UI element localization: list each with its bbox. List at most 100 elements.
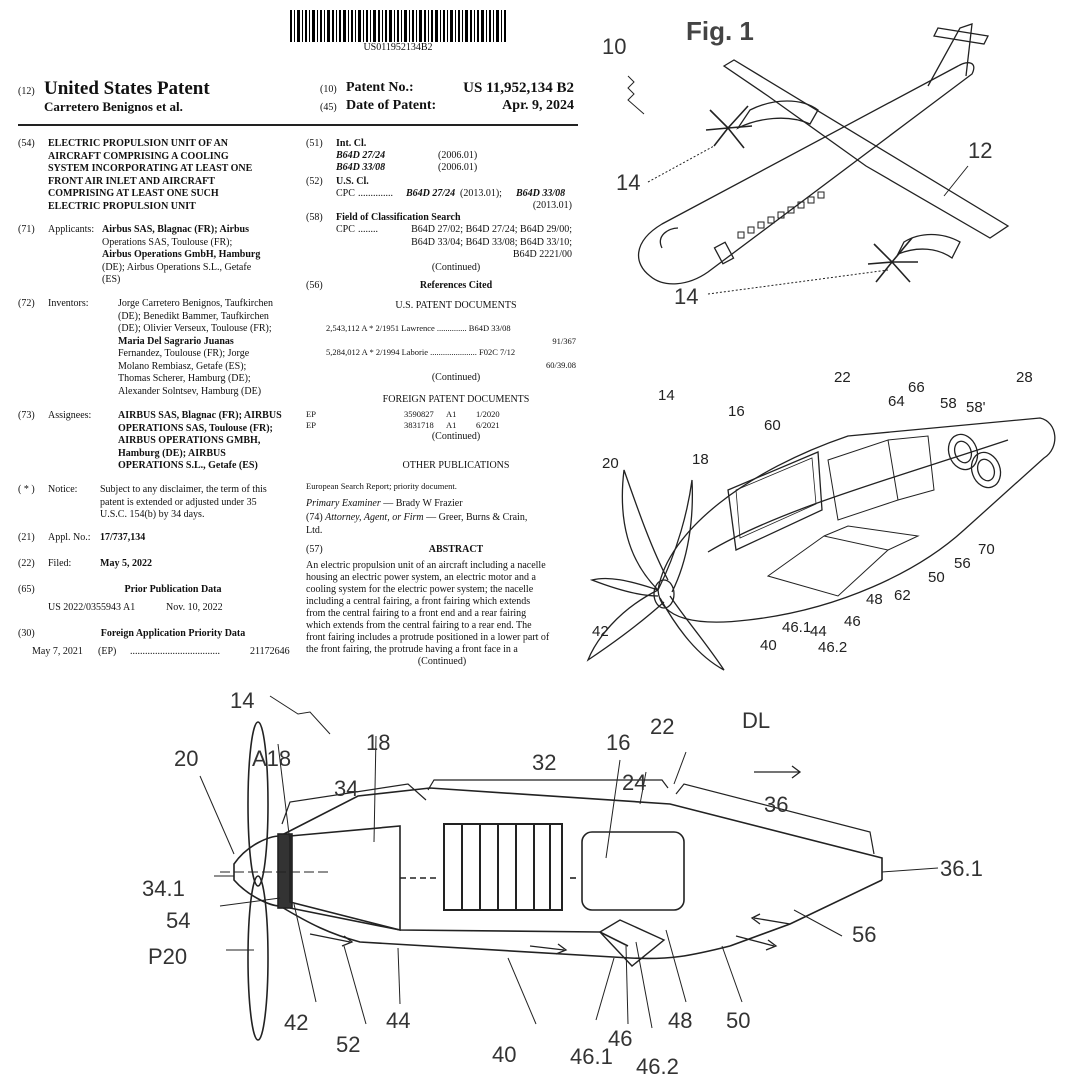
ref-14-lower: 14 — [674, 284, 698, 309]
fuselage — [637, 62, 975, 285]
propeller-blade-upper — [247, 721, 269, 887]
ref-40: 40 — [492, 1042, 516, 1067]
battery-block — [727, 451, 823, 551]
ref-48: 48 — [668, 1008, 692, 1033]
other-publications: OTHER PUBLICATIONS European Search Repor… — [306, 460, 510, 491]
outlet-46 — [598, 919, 666, 967]
field-52: (52) U.S. Cl. CPC .............. B64D 27… — [306, 176, 572, 211]
barcode — [290, 10, 506, 42]
appl-no: 17/737,134 — [100, 532, 146, 543]
notice-text: Subject to any disclaimer, the term of t… — [100, 484, 267, 520]
field-65: (65) Prior Publication Data US 2022/0355… — [18, 584, 223, 613]
propeller — [586, 469, 725, 671]
ref-24: 24 — [622, 770, 646, 795]
ref-66: 66 — [908, 379, 925, 396]
nacelle-upper — [279, 787, 883, 880]
abstract: (57) ABSTRACT An electric propulsion uni… — [306, 544, 578, 668]
patent-no: US 11,952,134 B2 — [463, 80, 574, 96]
horizontal-stabilizer — [933, 27, 989, 45]
ref-a18: A18 — [252, 746, 291, 771]
ref-12: 12 — [968, 138, 992, 163]
field-30: (30) Foreign Application Priority Data M… — [18, 628, 290, 657]
us-doc-row: 5,284,012 A * 2/1994 Laborie ...........… — [326, 347, 576, 370]
ref-28: 28 — [1016, 369, 1033, 386]
field-22: (22) Filed: May 5, 2022 — [18, 558, 152, 569]
us-doc-row: 2,543,112 A * 2/1951 Lawrence ..........… — [326, 323, 576, 346]
ref-56: 56 — [954, 555, 971, 572]
ref-70: 70 — [978, 541, 995, 558]
ref-34: 34 — [334, 776, 358, 801]
ref-14: 14 — [230, 688, 254, 713]
ref-44: 44 — [810, 623, 827, 640]
nacelle-lower — [279, 905, 731, 960]
figure-1-aircraft: Fig. 1 — [588, 6, 1074, 309]
invention-title: ELECTRIC PROPULSION UNIT OF AN AIRCRAFT … — [48, 138, 253, 212]
field-51: (51) Int. Cl. B64D 27/24 (2006.01) B64D … — [306, 138, 478, 173]
ref-46-2: 46.2 — [636, 1054, 679, 1079]
inventors: Jorge Carretero Benignos, Taufkirchen (D… — [118, 298, 273, 397]
ref-48: 48 — [866, 591, 883, 608]
ref-36-1: 36.1 — [940, 856, 983, 881]
field-73: (73) Assignees: AIRBUS SAS, Blagnac (FR)… — [18, 410, 293, 484]
ref-34-1: 34.1 — [142, 876, 185, 901]
figure-3-nacelle-section: 14 18 16 22 DL 20 A18 34 32 24 36 36.1 3… — [130, 684, 983, 1079]
ref-22: 22 — [650, 714, 674, 739]
date-label: Date of Patent: — [346, 98, 437, 113]
field-72: (72) Inventors: Jorge Carretero Benignos… — [18, 298, 293, 402]
abstract-text: An electric propulsion unit of an aircra… — [306, 560, 550, 667]
ref-20: 20 — [602, 455, 619, 472]
applicants: Airbus SAS, Blagnac (FR); Airbus Operati… — [102, 224, 261, 285]
ref-36: 36 — [764, 792, 788, 817]
ref-46-1: 46.1 — [570, 1044, 613, 1069]
door — [713, 241, 735, 265]
ref-p20: P20 — [148, 944, 187, 969]
right-column: (51) Int. Cl. B64D 27/24 (2006.01) B64D … — [306, 138, 578, 668]
ref-54: 54 — [166, 908, 190, 933]
ref-18: 18 — [366, 730, 390, 755]
ref-46: 46 — [608, 1026, 632, 1051]
barcode-bars — [290, 10, 506, 42]
field-71: (71) Applicants: Airbus SAS, Blagnac (FR… — [18, 224, 293, 298]
figure-1-title: Fig. 1 — [686, 16, 754, 46]
header-rule — [18, 124, 578, 126]
tail-fin — [927, 23, 973, 87]
ref-58: 58 — [940, 395, 957, 412]
field-58: (58) Field of Classification Search CPC … — [306, 212, 572, 273]
duct-58 — [947, 433, 979, 471]
ref-18: 18 — [692, 451, 709, 468]
ref-52: 52 — [336, 1032, 360, 1057]
examiner: Primary Examiner — Brady W Frazier — [306, 498, 463, 509]
ref-46: 46 — [844, 613, 861, 630]
engine-nacelle-upper — [705, 100, 819, 149]
code-45: (45) — [320, 102, 337, 113]
ref-42: 42 — [592, 623, 609, 640]
bracket-32 — [427, 779, 669, 791]
patent-date: Apr. 9, 2024 — [502, 98, 574, 113]
inventors-short: Carretero Benignos et al. — [44, 99, 183, 114]
figure-2-nacelle-3d: 14 22 16 66 64 58 58' 28 60 20 18 70 56 … — [586, 340, 1074, 680]
foreign-docs: FOREIGN PATENT DOCUMENTS EP 3590827 A1 1… — [306, 394, 530, 442]
lower-duct — [289, 907, 629, 947]
heat-exchanger-42 — [277, 833, 293, 909]
ref-14: 14 — [658, 387, 675, 404]
ref-56: 56 — [852, 922, 876, 947]
ref-46-2: 46.2 — [818, 639, 847, 656]
battery-cells — [461, 824, 551, 910]
ref-22: 22 — [834, 369, 851, 386]
internal-housing — [289, 825, 401, 932]
ref-16: 16 — [728, 403, 745, 420]
bracket-36 — [675, 783, 875, 855]
ref-60: 60 — [764, 417, 781, 434]
nacelle-outline — [657, 417, 1056, 623]
attorney: (74) Attorney, Agent, or Firm — Greer, B… — [306, 512, 528, 536]
field-21: (21) Appl. No.: 17/737,134 — [18, 532, 146, 543]
code-12: (12) — [18, 86, 35, 97]
ref-44: 44 — [386, 1008, 410, 1033]
ref-62: 62 — [894, 587, 911, 604]
spinner — [233, 835, 281, 907]
ref-14-upper: 14 — [616, 170, 640, 195]
motor-24 — [581, 831, 685, 911]
field-notice: ( * ) Notice: Subject to any disclaimer,… — [18, 484, 293, 532]
engine-nacelle-lower — [867, 233, 961, 283]
main-wing — [722, 59, 1010, 239]
